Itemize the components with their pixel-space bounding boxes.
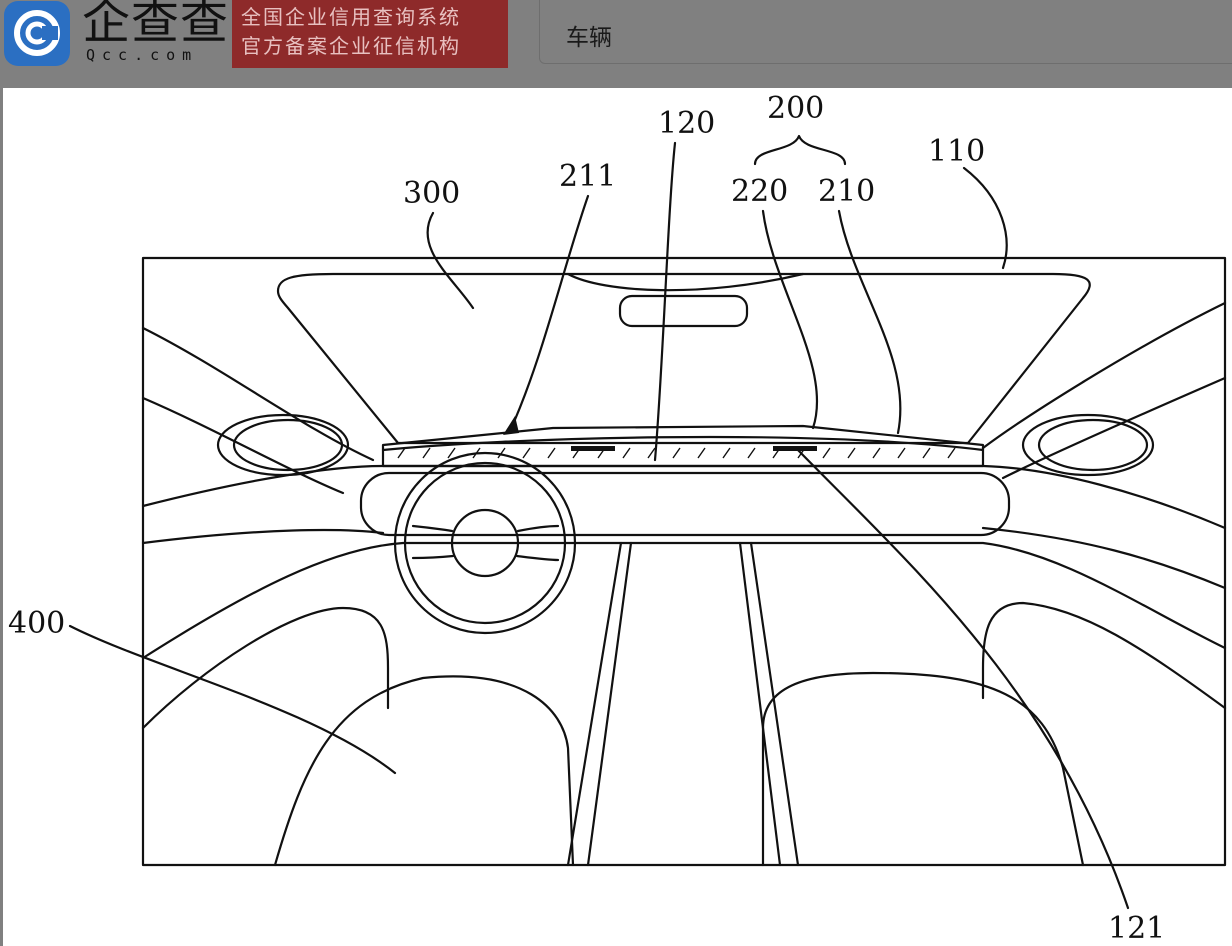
brand-domain: Qcc.com [86, 46, 199, 64]
leader-300 [426, 211, 475, 310]
arrowhead-211 [503, 416, 519, 435]
leader-220 [761, 209, 819, 430]
search-input[interactable]: 车辆 [539, 0, 1232, 64]
label-220: 220 [731, 174, 788, 209]
leader-120 [653, 141, 677, 462]
tagline-line-2: 官方备案企业征信机构 [241, 34, 461, 58]
label-400: 400 [8, 606, 65, 641]
label-210: 210 [818, 174, 875, 209]
leader-210 [837, 209, 902, 435]
display-pad-right [773, 446, 817, 451]
windshield-frame-110 [141, 256, 1227, 867]
tagline-banner: 全国企业信用查询系统 官方备案企业征信机构 [232, 0, 508, 68]
top-bar: 企查查 Qcc.com 全国企业信用查询系统 官方备案企业征信机构 车辆 [0, 0, 1232, 86]
display-pad-left [571, 446, 615, 451]
patent-figure-page: 200 120 110 211 300 220 210 400 121 [3, 88, 1232, 946]
hatch-pattern [397, 447, 956, 459]
label-200: 200 [767, 91, 824, 126]
brace-200 [753, 134, 847, 166]
qcc-logo-icon[interactable] [2, 0, 72, 67]
label-110: 110 [928, 134, 985, 169]
label-300: 300 [403, 176, 460, 211]
label-211: 211 [559, 159, 616, 194]
brand-name[interactable]: 企查查 [82, 0, 230, 50]
patent-drawing: 200 120 110 211 300 220 210 400 121 [8, 91, 1227, 946]
label-121: 121 [1108, 911, 1165, 946]
leader-110 [962, 166, 1008, 270]
leader-400 [68, 624, 397, 775]
tagline-line-1: 全国企业信用查询系统 [241, 5, 461, 29]
leader-211 [508, 194, 590, 433]
search-query-text[interactable]: 车辆 [566, 25, 612, 51]
leader-121 [794, 446, 1130, 910]
label-120: 120 [658, 106, 715, 141]
